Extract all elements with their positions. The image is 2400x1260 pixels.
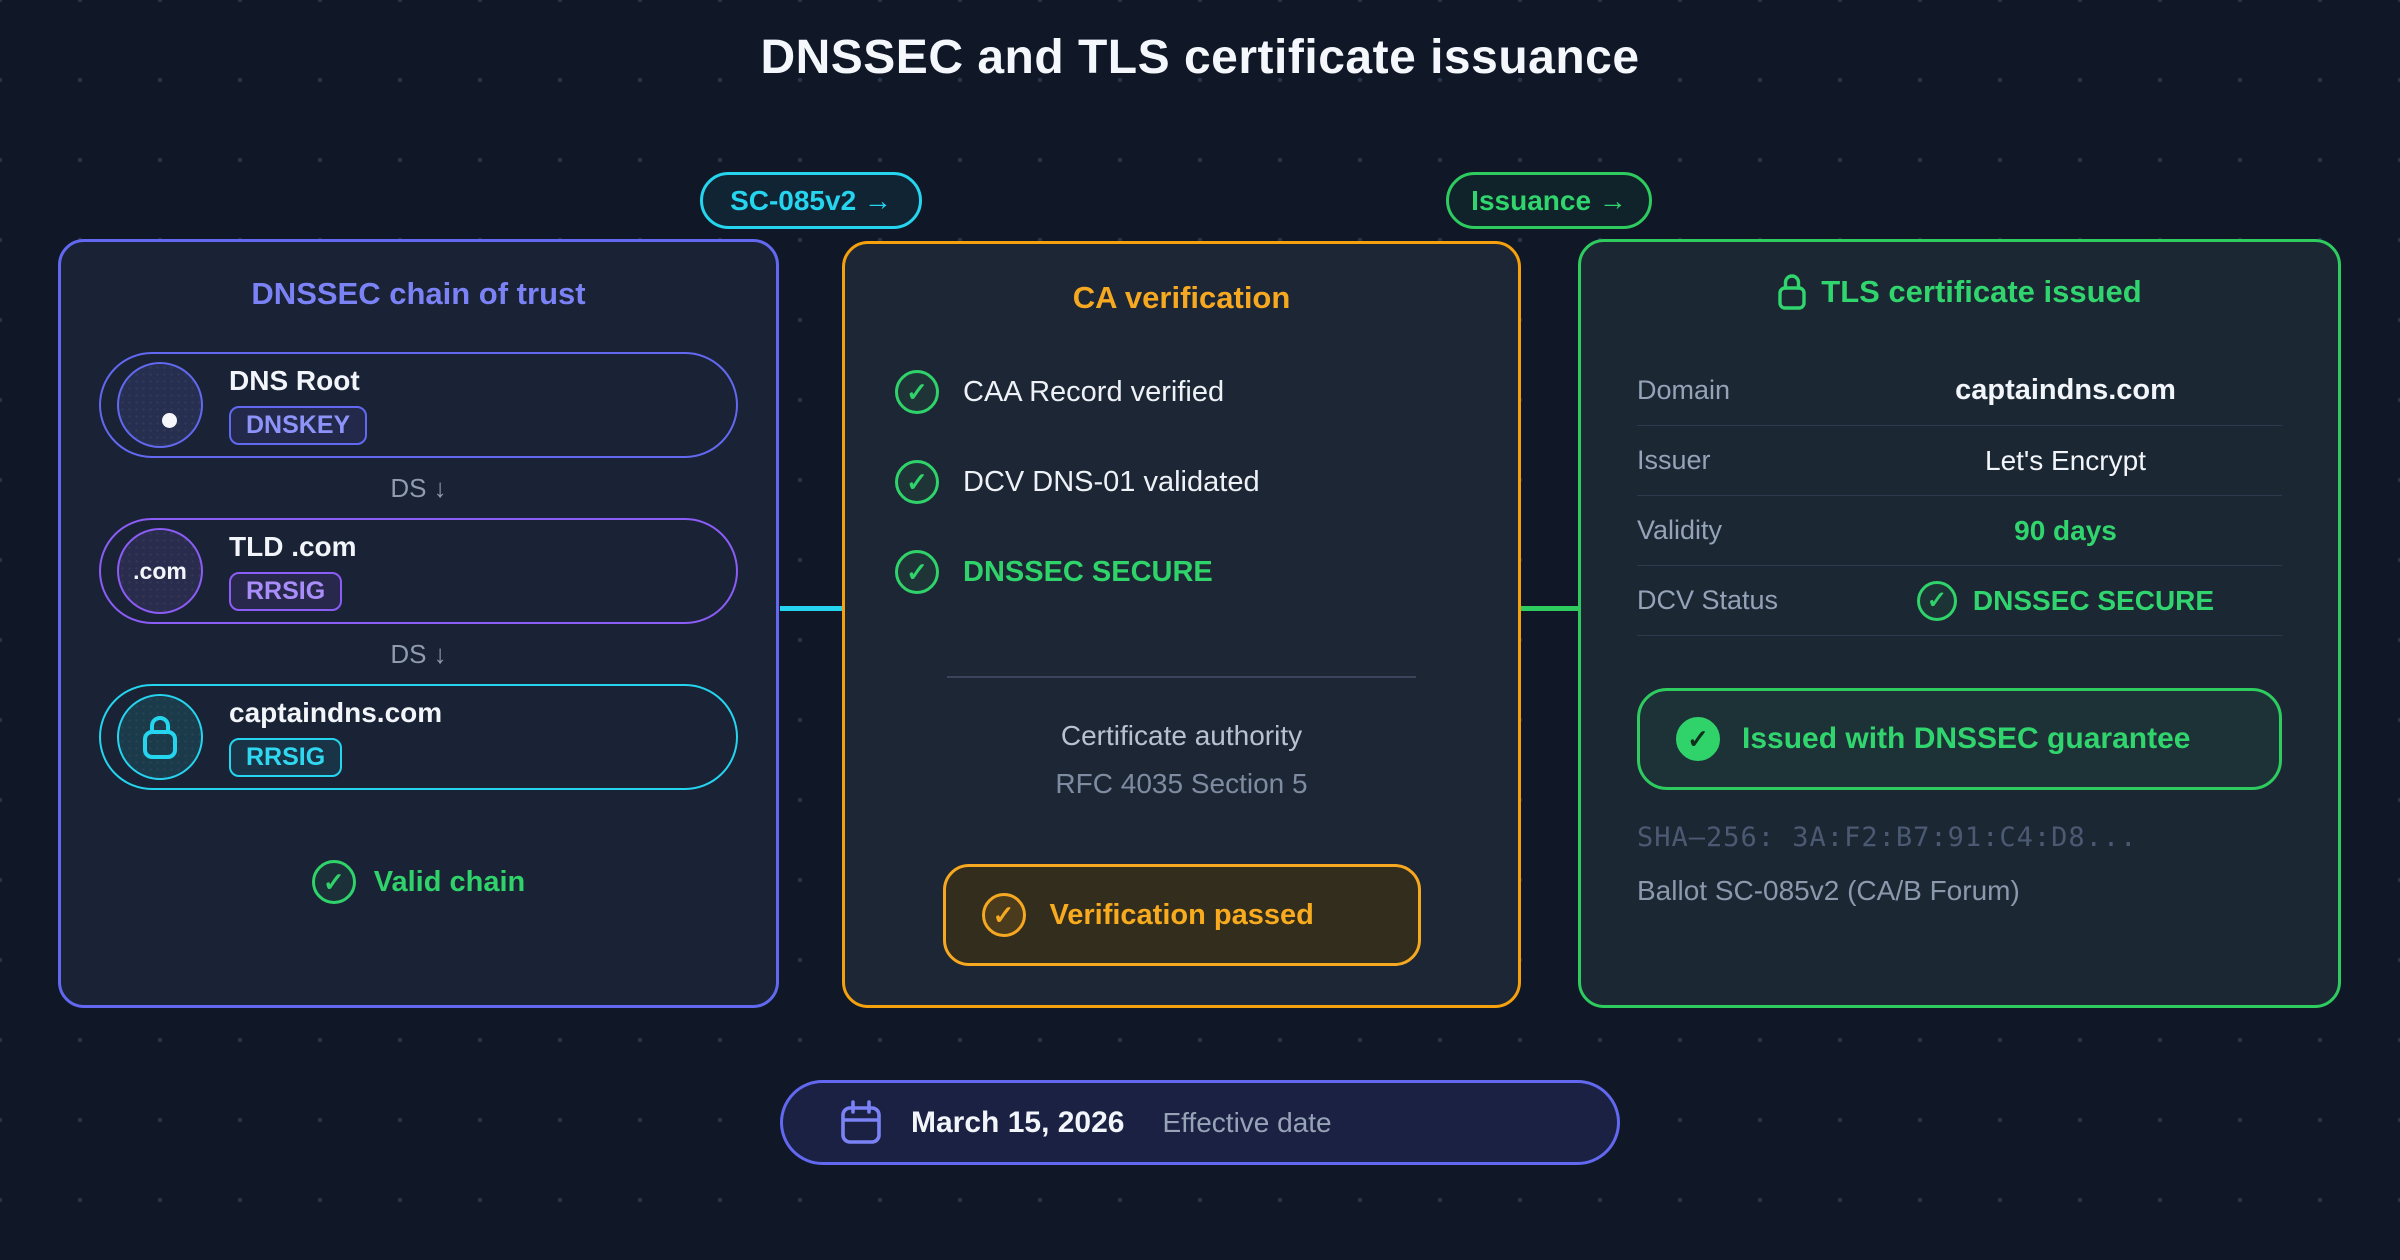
dnskey-chip: DNSKEY: [229, 406, 368, 445]
certificate-table: Domain captaindns.com Issuer Let's Encry…: [1637, 356, 2282, 636]
flow-badge-issuance-label: Issuance →: [1471, 184, 1627, 216]
node-dns-root: DNS Root DNSKEY: [99, 352, 738, 458]
rrsig-chip-domain: RRSIG: [229, 738, 343, 777]
check-circle-icon: [1916, 580, 1957, 621]
divider: [946, 676, 1417, 678]
flow-badge-issuance[interactable]: Issuance →: [1446, 172, 1652, 229]
check-circle-icon: [981, 893, 1026, 937]
check-circle-icon: [895, 370, 939, 414]
flow-badge-sc085v2[interactable]: SC-085v2 →: [700, 172, 922, 229]
rrsig-chip-tld: RRSIG: [229, 572, 343, 611]
verification-passed-badge: Verification passed: [942, 864, 1421, 966]
panel-dnssec-chain: DNSSEC chain of trust DNS Root DNSKEY DS…: [58, 239, 779, 1008]
table-row-validity: Validity 90 days: [1637, 496, 2282, 566]
issued-guarantee-badge: Issued with DNSSEC guarantee: [1637, 688, 2282, 790]
flow-badge-sc085v2-label: SC-085v2 →: [730, 184, 892, 216]
lock-icon: [117, 694, 203, 780]
connector-ca-to-cert: [1521, 606, 1578, 611]
panel-tls-certificate: TLS certificate issued Domain captaindns…: [1578, 239, 2341, 1008]
certificate-authority-label: Certificate authority: [1060, 720, 1303, 751]
sha256-fingerprint: SHA–256: 3A:F2:B7:91:C4:D8...: [1637, 822, 2138, 853]
valid-chain-label: Valid chain: [373, 865, 526, 898]
check-item-dcv: DCV DNS-01 validated: [895, 460, 1468, 504]
page-title: DNSSEC and TLS certificate issuance: [760, 31, 1640, 84]
ballot-reference: Ballot SC-085v2 (CA/B Forum): [1637, 875, 2020, 906]
node-dns-root-name: DNS Root: [229, 365, 360, 396]
verification-passed-label: Verification passed: [1049, 898, 1314, 931]
tld-com-icon: .com: [117, 528, 203, 614]
node-tld-com: .com TLD .com RRSIG: [99, 518, 738, 624]
node-captaindns: captaindns.com RRSIG: [99, 684, 738, 790]
effective-date-label: Effective date: [1162, 1106, 1332, 1138]
valid-chain-status: Valid chain: [99, 860, 738, 904]
rfc-reference: RFC 4035 Section 5: [1055, 768, 1308, 799]
table-row-domain: Domain captaindns.com: [1637, 356, 2282, 426]
issued-guarantee-label: Issued with DNSSEC guarantee: [1742, 722, 2191, 755]
node-tld-com-name: TLD .com: [229, 531, 357, 562]
check-circle-icon: [895, 460, 939, 504]
effective-date-value: March 15, 2026: [911, 1105, 1125, 1139]
table-row-dcv-status: DCV Status DNSSEC SECURE: [1637, 566, 2282, 636]
calendar-icon: [841, 1099, 881, 1144]
table-row-issuer: Issuer Let's Encrypt: [1637, 426, 2282, 496]
ds-arrow-label: DS ↓: [390, 473, 447, 503]
tls-certificate-title: TLS certificate issued: [1637, 272, 2282, 312]
node-captaindns-name: captaindns.com: [229, 697, 443, 728]
ca-verification-title: CA verification: [1072, 280, 1291, 315]
effective-date-pill: March 15, 2026 Effective date: [780, 1080, 1620, 1165]
root-dot-icon: [117, 362, 203, 448]
check-circle-icon: [1676, 717, 1720, 761]
ds-arrow-label: DS ↓: [390, 639, 447, 669]
lock-icon: [1778, 274, 1806, 310]
check-circle-icon: [895, 550, 939, 594]
panel-ca-verification: CA verification CAA Record verified DCV …: [842, 241, 1521, 1008]
connector-chain-to-ca: [780, 606, 842, 611]
dnssec-chain-title: DNSSEC chain of trust: [251, 276, 586, 311]
check-item-dnssec-secure: DNSSEC SECURE: [895, 550, 1468, 594]
check-circle-icon: [311, 860, 356, 904]
check-item-caa: CAA Record verified: [895, 370, 1468, 414]
